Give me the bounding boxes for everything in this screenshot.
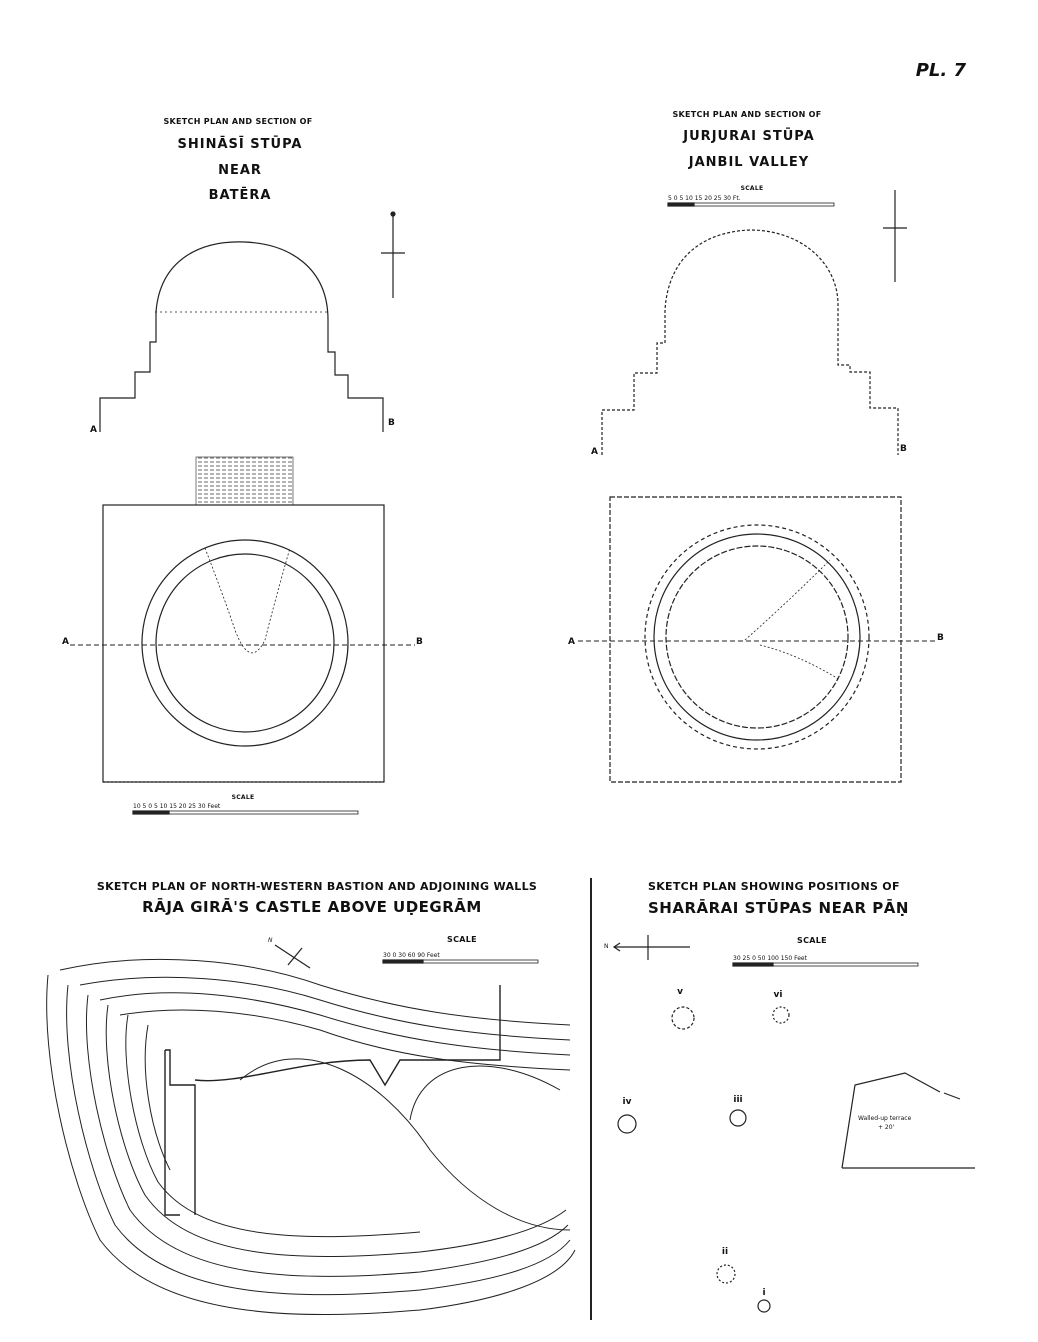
bastion-title: RĀJA GIRĀ'S CASTLE ABOVE UḌEGRĀM <box>142 898 482 916</box>
plate-number: PL. 7 <box>915 60 966 81</box>
jurjurai-scale-bar <box>667 202 835 207</box>
terrace-label: Walled-up terrace <box>858 1115 912 1122</box>
stupa-label-ii: ii <box>721 1247 729 1257</box>
shararai-north-label: N <box>604 943 609 950</box>
jurjurai-section-profile <box>601 229 899 455</box>
stupa-label-iv: iv <box>622 1097 632 1107</box>
shinasi-outer-ring <box>141 539 349 747</box>
shinasi-near: NEAR <box>218 163 262 178</box>
shinasi-scale-bar <box>132 810 359 815</box>
terrace-height-label: + 20' <box>878 1124 895 1131</box>
shararai-scale-title: SCALE <box>797 936 827 945</box>
bastion-north-label: N <box>268 937 273 944</box>
shinasi-caption: SKETCH PLAN AND SECTION OF <box>163 117 313 126</box>
shararai-title: SHARĀRAI STŪPAS NEAR PĀṆ <box>648 899 909 917</box>
stupa-iv-marker <box>617 1114 637 1134</box>
shinasi-section-label-a: A <box>90 425 97 435</box>
shararai-scale-ticks: 30 25 0 50 100 150 Feet <box>733 955 807 962</box>
stupa-label-i: i <box>762 1288 766 1298</box>
stupa-i-marker <box>757 1299 771 1313</box>
jurjurai-north-arrow <box>883 190 907 282</box>
stupa-ii-marker <box>716 1264 736 1284</box>
bastion-scale-title: SCALE <box>447 935 477 944</box>
bastion-contours <box>46 958 576 1316</box>
bastion-caption: SKETCH PLAN OF NORTH-WESTERN BASTION AND… <box>96 880 538 893</box>
stupa-label-v: v <box>677 987 683 997</box>
shinasi-north-arrow <box>381 211 405 298</box>
bastion-scale-bar <box>382 959 539 964</box>
jurjurai-section-label-a: A <box>591 447 598 457</box>
shinasi-section-profile <box>99 241 384 432</box>
bastion-scale-ticks: 30 0 30 60 90 Feet <box>383 952 440 959</box>
shinasi-place: BATĒRA <box>208 188 272 203</box>
jurjurai-valley: JANBIL VALLEY <box>688 155 810 170</box>
shinasi-plan-label-a: A <box>62 637 69 647</box>
jurjurai-section-label-b: B <box>900 444 907 454</box>
jurjurai-plan-label-b: B <box>937 633 944 643</box>
shinasi-plan-square <box>102 504 385 783</box>
stupa-label-vi: vi <box>773 990 783 1000</box>
shinasi-inner-ring <box>155 553 335 733</box>
bastion-walls <box>164 985 501 1216</box>
shinasi-excavation-outline <box>204 547 291 654</box>
terrace-outline <box>841 1072 975 1169</box>
shinasi-scale-title: SCALE <box>231 794 255 801</box>
jurjurai-plan-label-a: A <box>568 637 575 647</box>
jurjurai-scale-ticks: 5 0 5 10 15 20 25 30 Ft. <box>668 195 741 202</box>
jurjurai-caption: SKETCH PLAN AND SECTION OF <box>672 110 822 119</box>
jurjurai-inner-ring <box>665 545 849 729</box>
bastion-north-arrow <box>274 944 311 969</box>
stupa-iii-marker <box>729 1109 747 1127</box>
shararai-caption: SKETCH PLAN SHOWING POSITIONS OF <box>648 880 900 893</box>
shinasi-plan-label-b: B <box>416 637 423 647</box>
shinasi-section-label-b: B <box>388 418 395 428</box>
shinasi-scale-ticks: 10 5 0 5 10 15 20 25 30 Feet <box>133 803 221 810</box>
stupa-label-iii: iii <box>733 1095 743 1105</box>
jurjurai-title: JURJURAI STŪPA <box>683 129 815 144</box>
shararai-scale-bar <box>732 962 919 967</box>
stupa-v-marker <box>671 1006 695 1030</box>
stupa-vi-marker <box>772 1006 790 1024</box>
shinasi-title: SHINĀSĪ STŪPA <box>177 137 303 152</box>
jurjurai-excavation-outline <box>744 559 841 681</box>
jurjurai-plan-square <box>609 496 902 783</box>
shinasi-plan-projection <box>195 456 294 506</box>
jurjurai-middle-ring <box>653 533 861 741</box>
jurjurai-scale-title: SCALE <box>740 185 764 192</box>
shararai-north-arrow <box>612 935 690 960</box>
jurjurai-outer-ring <box>644 524 870 750</box>
